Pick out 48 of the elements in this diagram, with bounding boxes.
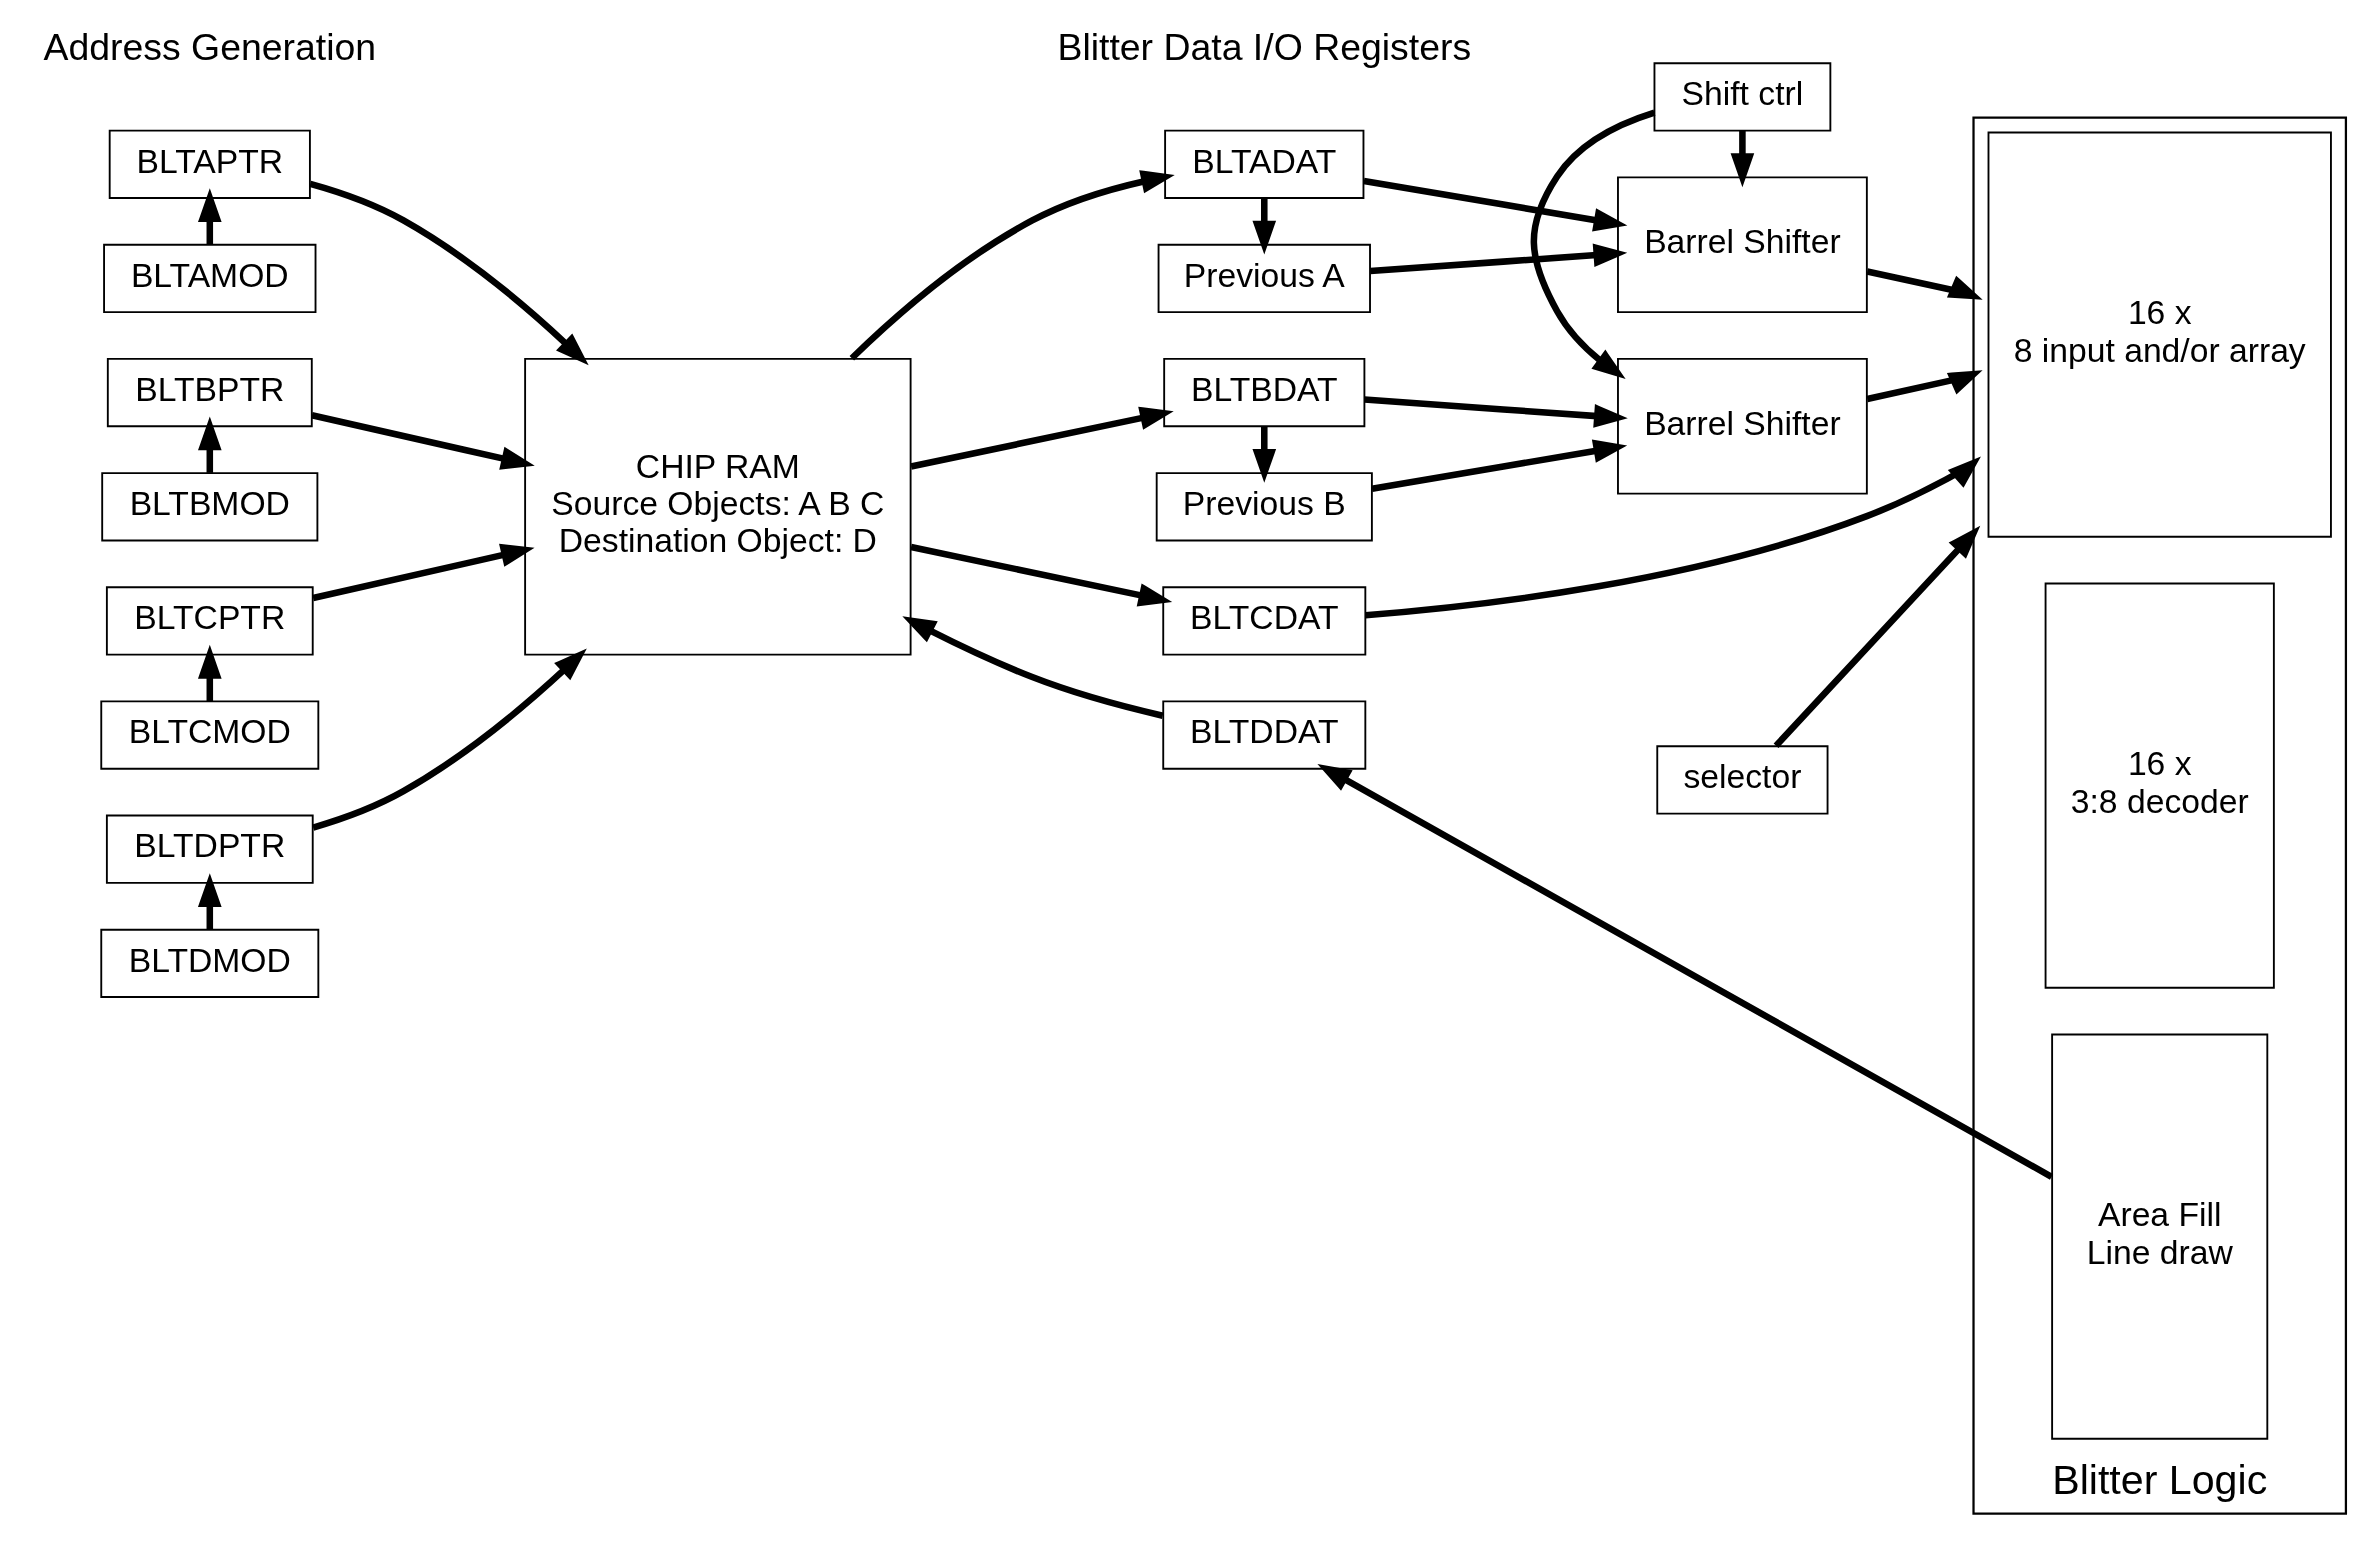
node-box: Shift ctrl: [1653, 62, 1832, 132]
arrow: [1730, 130, 1755, 188]
node-box: 16 x 8 input and/or array: [1987, 131, 2332, 538]
arrow: [1317, 763, 2054, 1180]
arrow: [312, 543, 535, 602]
arrow: [1364, 396, 1628, 428]
arrow: [1252, 426, 1277, 483]
node-box: CHIP RAM Source Objects: A B C Destination Object: D: [524, 358, 912, 656]
node-box: BLTBPTR: [106, 358, 313, 428]
arrow: [902, 616, 1164, 719]
arrow: [849, 170, 1175, 361]
node-box: BLTAPTR: [108, 129, 311, 199]
node-box: selector: [1656, 745, 1829, 815]
node-box: BLTBDAT: [1163, 358, 1366, 428]
arrow: [1530, 109, 1656, 380]
node-box: Previous B: [1155, 472, 1373, 542]
arrow: [910, 543, 1173, 607]
node-box: BLTDMOD: [100, 928, 320, 998]
arrow: [1773, 525, 1981, 748]
arrow: [1363, 177, 1628, 232]
node-box: BLTDPTR: [105, 814, 314, 884]
arrow: [197, 188, 222, 245]
arrow: [1365, 456, 1981, 619]
arrow: [309, 180, 589, 366]
label: Address Generation: [43, 25, 377, 68]
arrow: [1371, 439, 1628, 493]
node-box: Barrel Shifter: [1617, 358, 1868, 495]
node-box: BLTDDAT: [1162, 700, 1367, 770]
node-box: Barrel Shifter: [1617, 176, 1868, 314]
node-box: Previous A: [1157, 243, 1371, 314]
arrow: [311, 412, 535, 470]
arrow: [1370, 243, 1628, 275]
node-box: BLTCPTR: [105, 586, 314, 656]
node-box: BLTCDAT: [1162, 586, 1367, 656]
arrow: [1866, 268, 1983, 300]
arrow: [197, 873, 222, 930]
arrow: [1866, 370, 1983, 403]
node-box: Area Fill Line draw: [2051, 1033, 2269, 1440]
node-box: 16 x 3:8 decoder: [2044, 582, 2275, 989]
node-box: BLTAMOD: [103, 243, 317, 314]
node-box: BLTBMOD: [101, 472, 319, 542]
label: Blitter Data I/O Registers: [1057, 25, 1472, 68]
arrow: [312, 648, 587, 831]
arrow: [197, 644, 222, 702]
arrow: [910, 406, 1174, 470]
arrow: [1252, 198, 1277, 255]
node-box: BLTCMOD: [100, 700, 320, 770]
node-box: BLTADAT: [1164, 129, 1365, 199]
